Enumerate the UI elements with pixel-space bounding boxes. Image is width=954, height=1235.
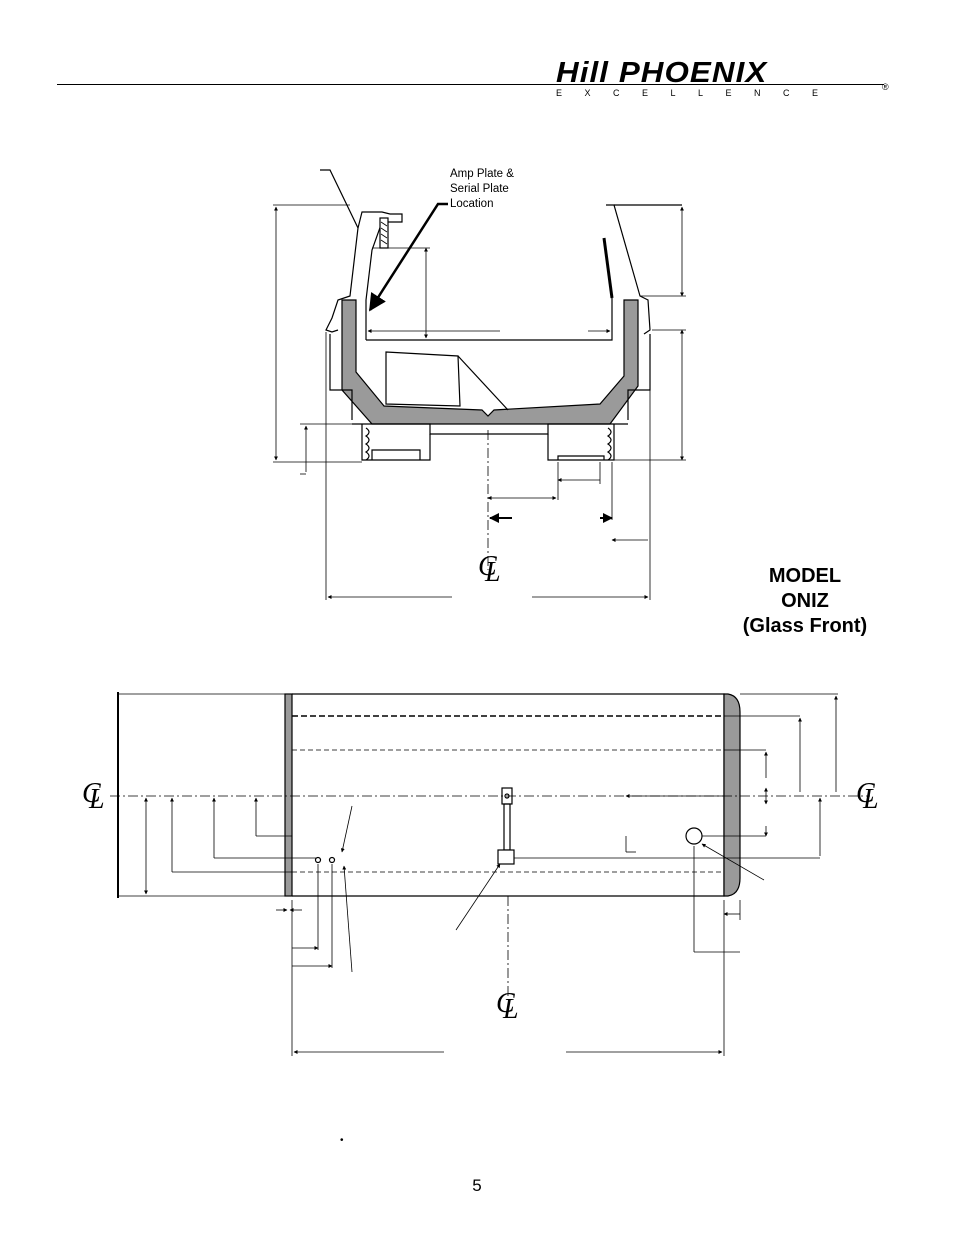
left-front-frame <box>357 211 403 340</box>
inner-pan <box>341 299 639 425</box>
drain-outlet <box>685 827 703 845</box>
brand-logo: Hill PHOENIX ® EXCELLENCE <box>556 58 896 102</box>
left-end-panel <box>284 693 293 897</box>
left-front-glass <box>320 169 359 333</box>
footer-mark: • <box>340 1135 344 1146</box>
callout-leader <box>368 202 448 312</box>
header-rule <box>57 84 884 85</box>
right-rear-wall <box>606 204 651 335</box>
page-number: 5 <box>472 1176 482 1195</box>
brand-name: Hill PHOENIX <box>556 57 768 89</box>
right-end-panel <box>723 693 741 897</box>
registered-mark: ® <box>882 82 889 92</box>
model-title: MODEL ONIZ (Glass Front) <box>742 565 868 637</box>
amp-plate-callout: Amp Plate & Serial Plate Location <box>450 168 514 210</box>
section-view <box>273 169 686 600</box>
product <box>385 351 461 407</box>
plan-view <box>110 692 870 1056</box>
base-frame <box>352 423 628 435</box>
brand-tagline: EXCELLENCE <box>556 88 841 98</box>
